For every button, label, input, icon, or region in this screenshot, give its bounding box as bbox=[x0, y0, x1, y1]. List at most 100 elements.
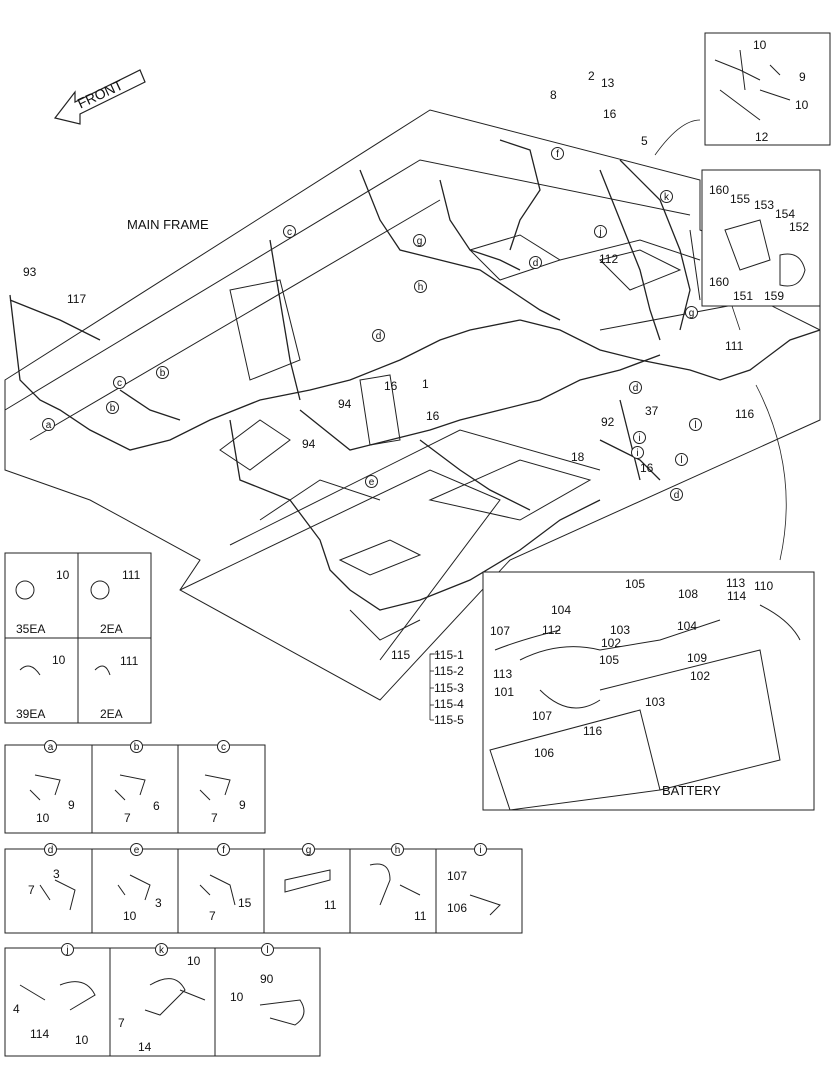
battery-part-label: 105 bbox=[625, 577, 646, 591]
clamp-bolt: 111 bbox=[120, 654, 139, 668]
battery-part-label: 107 bbox=[532, 709, 553, 723]
inset-top-label: 12 bbox=[755, 130, 769, 144]
detail-part: 11 bbox=[414, 909, 427, 923]
battery-part-label: 104 bbox=[677, 619, 698, 633]
clamp-bolt: 111 bbox=[122, 568, 141, 582]
relay-inset-label: 153 bbox=[754, 198, 775, 212]
detail-part: 14 bbox=[138, 1040, 152, 1054]
callout-2: 2 bbox=[588, 69, 595, 83]
relay-inset-label: 159 bbox=[764, 289, 785, 303]
detail-part: 4 bbox=[13, 1002, 20, 1016]
battery-part-label: 107 bbox=[490, 624, 511, 638]
battery-part-label: 105 bbox=[599, 653, 620, 667]
clamp-bolt: 10 bbox=[52, 653, 66, 667]
callout-92: 92 bbox=[601, 415, 615, 429]
marker-d: d bbox=[629, 381, 642, 394]
marker-i: i bbox=[631, 446, 644, 459]
relay-inset-label: 154 bbox=[775, 207, 796, 221]
marker-d: d bbox=[670, 488, 683, 501]
marker-g: g bbox=[413, 234, 426, 247]
callout-115-5: 115-5 bbox=[434, 713, 464, 727]
inset-top-label: 10 bbox=[795, 98, 809, 112]
callout-16: 16 bbox=[640, 461, 654, 475]
detail-letter: a bbox=[44, 740, 57, 753]
detail-part: 7 bbox=[118, 1016, 125, 1030]
battery-part-label: 113 bbox=[726, 576, 746, 590]
detail-letter: l bbox=[261, 943, 274, 956]
marker-k: k bbox=[660, 190, 673, 203]
marker-i: i bbox=[633, 431, 646, 444]
callout-116: 116 bbox=[735, 407, 755, 421]
detail-letter: j bbox=[61, 943, 74, 956]
marker-c: c bbox=[113, 376, 126, 389]
marker-l: l bbox=[675, 453, 688, 466]
detail-part: 7 bbox=[209, 909, 216, 923]
clamp-qty: 2EA bbox=[100, 622, 123, 636]
clamp-bolt: 10 bbox=[56, 568, 70, 582]
battery-label: BATTERY bbox=[662, 783, 721, 798]
detail-letter: g bbox=[302, 843, 315, 856]
callout-94: 94 bbox=[338, 397, 352, 411]
relay-inset-label: 152 bbox=[789, 220, 810, 234]
detail-letter: b bbox=[130, 740, 143, 753]
marker-a: a bbox=[42, 418, 55, 431]
inset-top-label: 10 bbox=[753, 38, 767, 52]
main-frame-label: MAIN FRAME bbox=[127, 217, 209, 232]
callout-16: 16 bbox=[384, 379, 398, 393]
marker-f: f bbox=[551, 147, 564, 160]
callout-115-3: 115-3 bbox=[434, 681, 464, 695]
detail-letter: i bbox=[474, 843, 487, 856]
clamp-qty: 35EA bbox=[16, 622, 46, 636]
detail-part: 7 bbox=[124, 811, 131, 825]
detail-part: 114 bbox=[30, 1027, 50, 1041]
callout-16: 16 bbox=[603, 107, 617, 121]
detail-letter: f bbox=[217, 843, 230, 856]
detail-part: 11 bbox=[324, 898, 337, 912]
detail-part: 10 bbox=[187, 954, 201, 968]
battery-part-label: 116 bbox=[583, 724, 603, 738]
callout-37: 37 bbox=[645, 404, 659, 418]
detail-letter: k bbox=[155, 943, 168, 956]
detail-part: 106 bbox=[447, 901, 468, 915]
battery-part-label: 103 bbox=[610, 623, 631, 637]
marker-b: b bbox=[156, 366, 169, 379]
detail-part: 10 bbox=[75, 1033, 89, 1047]
callout-93: 93 bbox=[23, 265, 37, 279]
detail-part: 6 bbox=[153, 799, 160, 813]
clamp-qty: 39EA bbox=[16, 707, 46, 721]
callout-112: 112 bbox=[599, 252, 619, 266]
battery-part-label: 102 bbox=[690, 669, 711, 683]
callout-115-4: 115-4 bbox=[434, 697, 464, 711]
detail-letter: d bbox=[44, 843, 57, 856]
marker-l: l bbox=[689, 418, 702, 431]
battery-part-label: 109 bbox=[687, 651, 708, 665]
detail-part: 9 bbox=[239, 798, 246, 812]
detail-part: 7 bbox=[28, 883, 35, 897]
battery-part-label: 114 bbox=[727, 589, 747, 603]
callout-5: 5 bbox=[641, 134, 648, 148]
detail-part: 15 bbox=[238, 896, 252, 910]
marker-d: d bbox=[372, 329, 385, 342]
callout-18: 18 bbox=[571, 450, 585, 464]
battery-part-label: 113 bbox=[493, 667, 513, 681]
callout-16: 16 bbox=[426, 409, 440, 423]
callout-115: 115 bbox=[391, 648, 411, 662]
battery-part-label: 102 bbox=[601, 636, 622, 650]
callout-1: 1 bbox=[422, 377, 429, 391]
callout-115-2: 115-2 bbox=[434, 664, 464, 678]
battery-part-label: 112 bbox=[542, 623, 562, 637]
marker-b: b bbox=[106, 401, 119, 414]
callout-94: 94 bbox=[302, 437, 316, 451]
relay-inset-label: 155 bbox=[730, 192, 751, 206]
relay-inset-label: 160 bbox=[709, 275, 730, 289]
battery-part-label: 101 bbox=[494, 685, 515, 699]
detail-part: 10 bbox=[36, 811, 50, 825]
relay-inset-label: 151 bbox=[733, 289, 754, 303]
marker-c: c bbox=[283, 225, 296, 238]
detail-part: 3 bbox=[53, 867, 60, 881]
marker-h: h bbox=[414, 280, 427, 293]
callout-111: 111 bbox=[725, 339, 744, 353]
battery-part-label: 103 bbox=[645, 695, 666, 709]
marker-g: g bbox=[685, 306, 698, 319]
detail-part: 10 bbox=[123, 909, 137, 923]
